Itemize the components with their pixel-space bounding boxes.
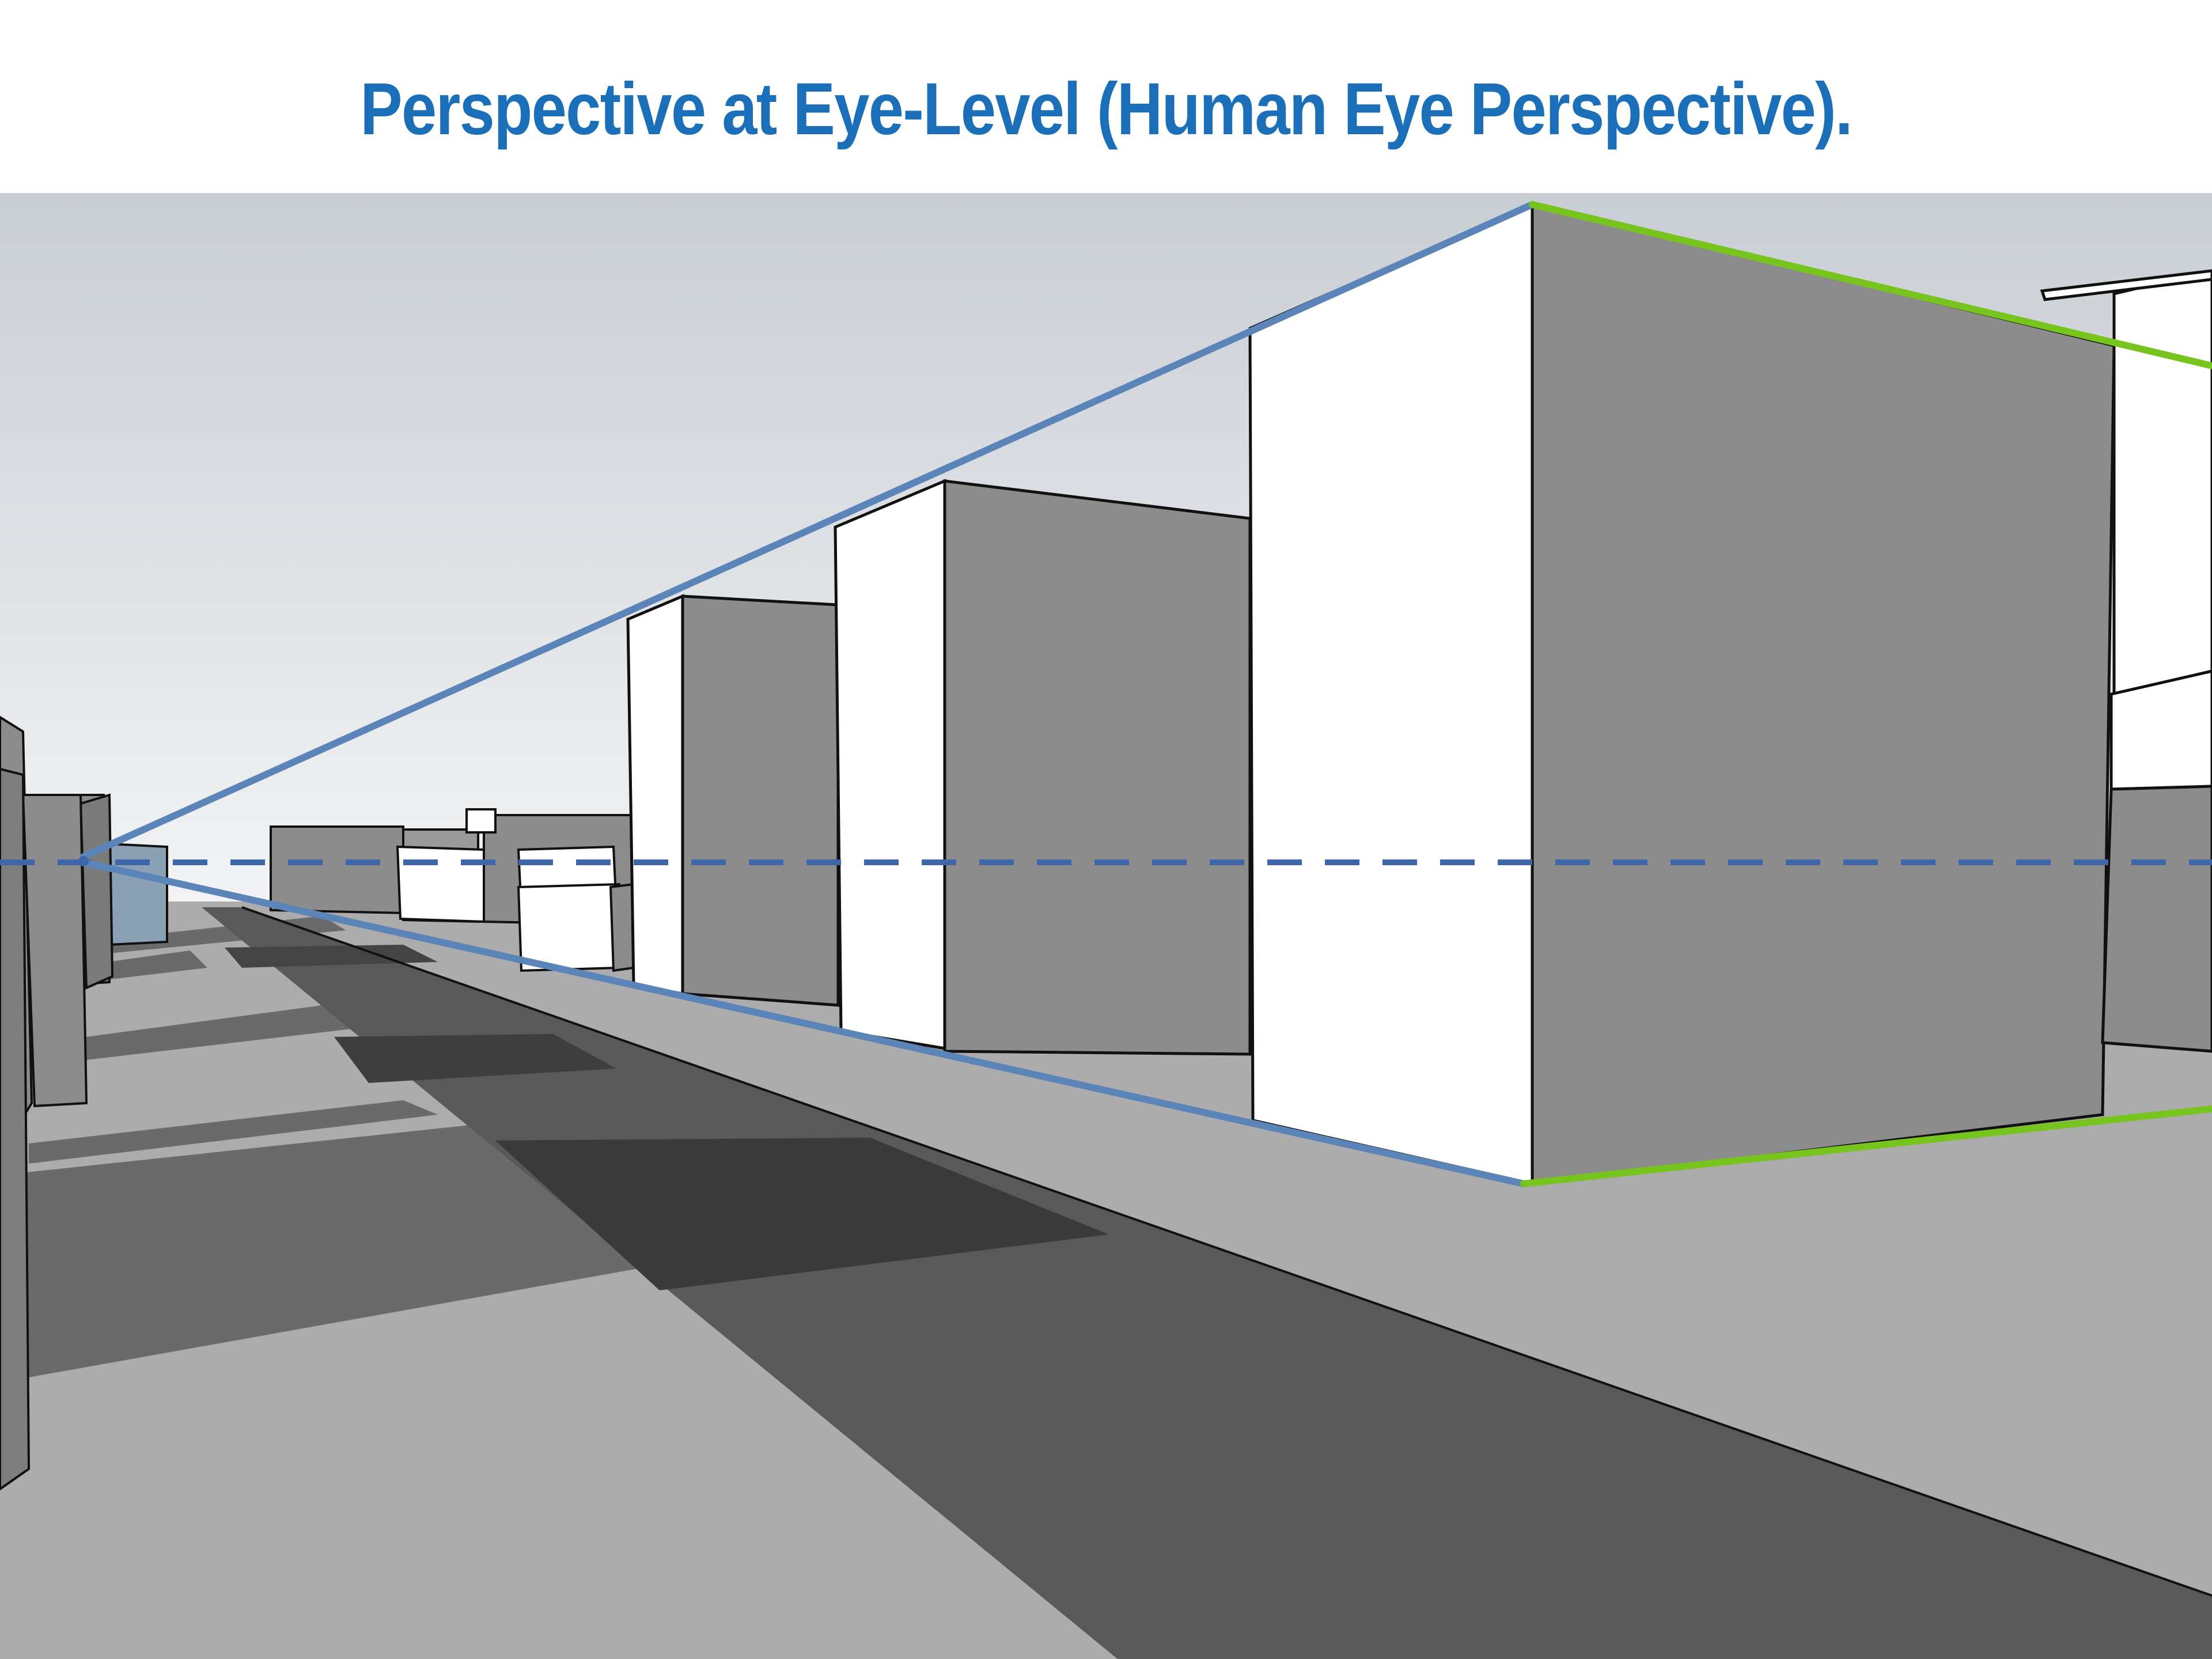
road-shadow [225, 945, 438, 968]
building-3-front-face [1248, 202, 1534, 1186]
building-3-side-face [1531, 202, 2116, 1185]
building-2-front-face [834, 479, 946, 1050]
scene-svg [0, 193, 2212, 1659]
road-shadow [334, 1034, 616, 1083]
perspective-scene [0, 193, 2212, 1659]
building-2-side-face [943, 479, 1252, 1056]
building-distant-cap [465, 808, 497, 834]
road [202, 907, 2212, 1659]
middle-distant-buildings [270, 808, 635, 972]
vanishing-point [78, 856, 89, 866]
building-distant [270, 825, 404, 915]
page-title: Perspective at Eye-Level (Human Eye Pers… [360, 68, 1853, 150]
building-distant-lit [396, 845, 485, 923]
building-right-edge-mid [2109, 669, 2212, 791]
building-right-edge-top [2112, 269, 2212, 696]
ground-shadow [86, 950, 207, 982]
near-edge-line-bottom [1520, 1105, 2212, 1187]
building-left-near [0, 767, 31, 1491]
building-right-edge-low [2101, 785, 2212, 1053]
building-left-small-front [79, 793, 114, 990]
road-shadow [495, 1138, 1109, 1290]
ground-shadow [29, 1100, 438, 1164]
building-right-edge-cap [2040, 269, 2212, 301]
building-1-front-face [626, 594, 684, 995]
building-distant [108, 842, 168, 946]
perspective-line-top [80, 201, 1536, 860]
perspective-line-bottom [80, 859, 1527, 1187]
building-1-side-face [681, 594, 840, 1007]
road-edge [241, 906, 2212, 1597]
near-edge-line-top [1529, 201, 2212, 369]
building-distant-lit [517, 882, 620, 972]
receding-buildings [626, 202, 2212, 1186]
title-bar: Perspective at Eye-Level (Human Eye Pers… [0, 0, 2212, 193]
building-distant-side [609, 882, 635, 972]
building-left-box [21, 794, 88, 1108]
ground-shadow [86, 1005, 357, 1060]
